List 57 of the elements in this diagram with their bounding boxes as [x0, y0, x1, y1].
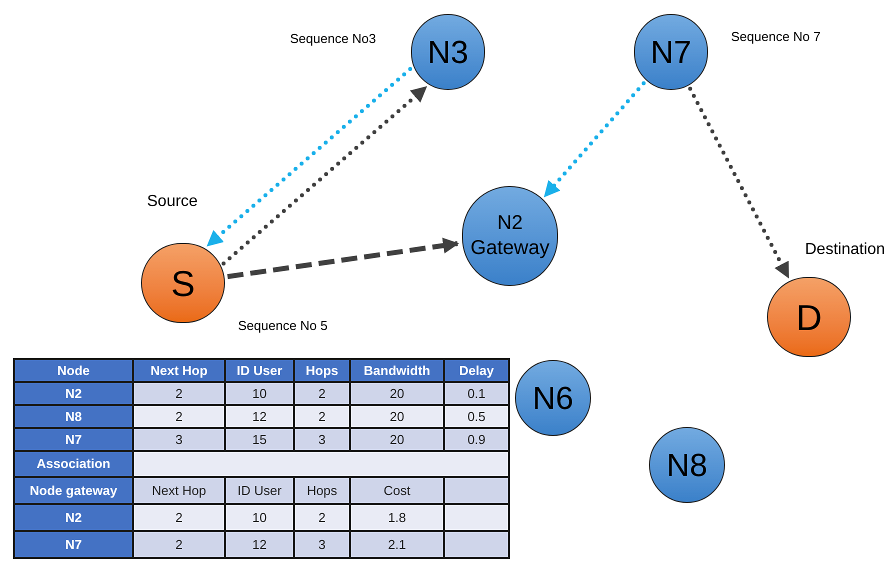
table-cell: 20 — [351, 406, 443, 427]
table-cell: 2 — [295, 406, 349, 427]
row-header: N7 — [15, 429, 132, 450]
row-header: Node gateway — [15, 478, 132, 503]
table-cell: ID User — [226, 478, 293, 503]
node-label: N3 — [426, 33, 470, 72]
column-header: ID User — [226, 360, 293, 381]
arrow — [542, 81, 646, 198]
node-label: N6 — [532, 379, 574, 418]
arrow — [227, 238, 460, 280]
table-cell: 15 — [226, 429, 293, 450]
table-cell: 3 — [295, 532, 349, 557]
node-caption: Sequence No3 — [290, 30, 376, 48]
column-header: Bandwidth — [351, 360, 443, 381]
column-header: Hops — [295, 360, 349, 381]
table-cell: Next Hop — [134, 478, 224, 503]
table-cell: 3 — [134, 429, 224, 450]
table-cell: 12 — [226, 406, 293, 427]
node-label: N8 — [666, 446, 708, 485]
node-label: D — [795, 296, 823, 340]
node-label: N2 Gateway — [470, 211, 550, 261]
sequence-caption: Sequence No 5 — [238, 317, 328, 335]
arrow — [688, 86, 790, 280]
table-cell: Hops — [295, 478, 349, 503]
table-cell: 3 — [295, 429, 349, 450]
table-cell: 0.5 — [445, 406, 508, 427]
node-label: N7 — [650, 33, 692, 72]
row-header: N7 — [15, 532, 132, 557]
table-cell: 2 — [134, 505, 224, 530]
table-cell: 2 — [295, 383, 349, 404]
table-cell: 20 — [351, 429, 443, 450]
table-cell: 2 — [295, 505, 349, 530]
row-header: N2 — [15, 383, 132, 404]
table-cell: 20 — [351, 383, 443, 404]
column-header: Node — [15, 360, 132, 381]
table-cell: 2 — [134, 532, 224, 557]
node-caption: Destination — [805, 240, 886, 260]
table-cell: 2 — [134, 406, 224, 427]
table-cell: 10 — [226, 505, 293, 530]
table-cell: 2.1 — [351, 532, 443, 557]
row-header: Association — [15, 452, 132, 476]
node-label: S — [170, 262, 196, 306]
table-cell: 0.1 — [445, 383, 508, 404]
row-header: N8 — [15, 406, 132, 427]
table-cell: 12 — [226, 532, 293, 557]
column-header: Delay — [445, 360, 508, 381]
table-cell: 10 — [226, 383, 293, 404]
table-cell: 1.8 — [351, 505, 443, 530]
arrow — [206, 67, 412, 248]
table-cell: Cost — [351, 478, 443, 503]
row-header: N2 — [15, 505, 132, 530]
table-cell: 0.9 — [445, 429, 508, 450]
column-header: Next Hop — [134, 360, 224, 381]
arrow — [222, 85, 428, 266]
node-caption: Sequence No 7 — [731, 28, 821, 46]
node-caption: Source — [147, 192, 198, 212]
table-cell: 2 — [134, 383, 224, 404]
